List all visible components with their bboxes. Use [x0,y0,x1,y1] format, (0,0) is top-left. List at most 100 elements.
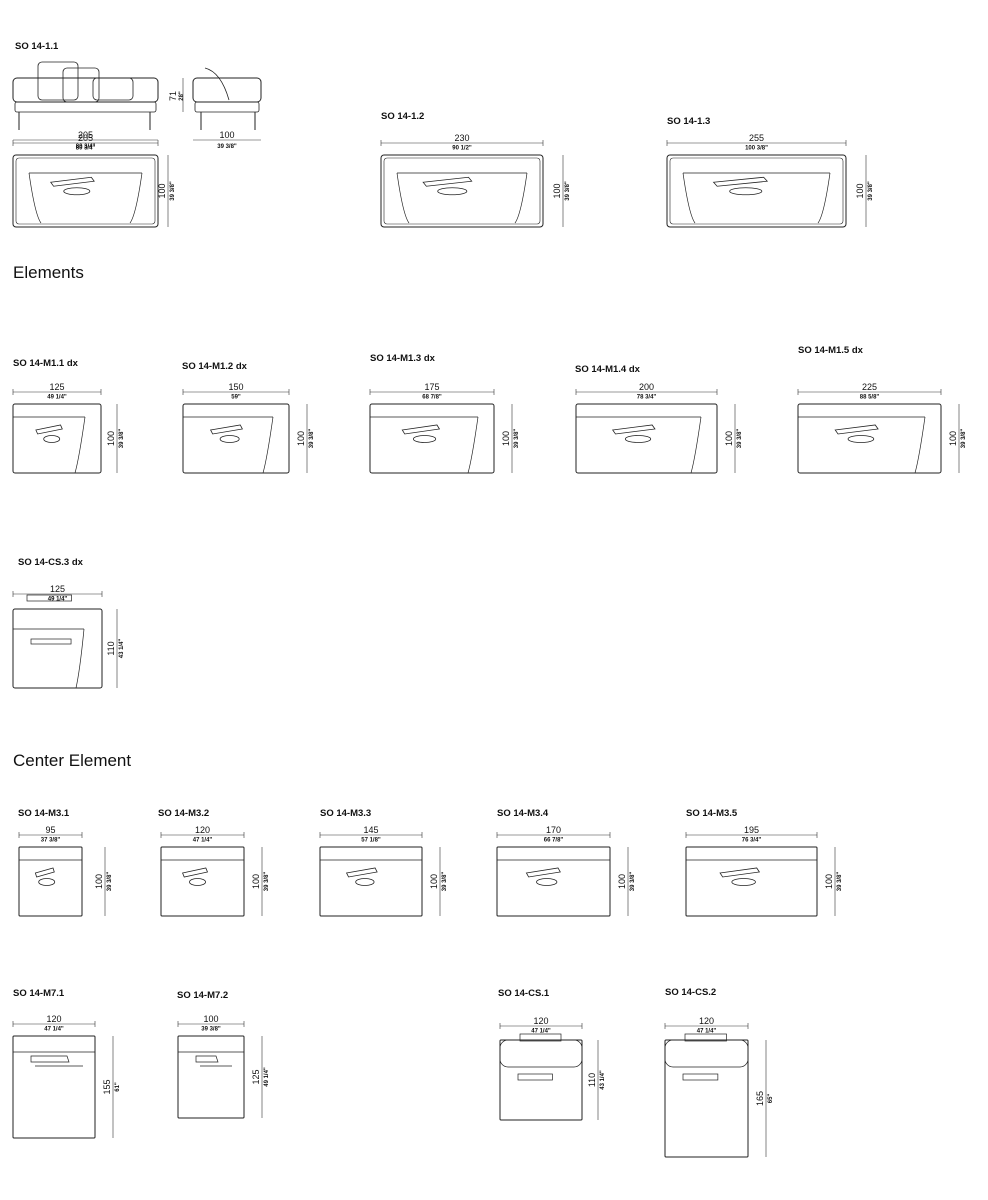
width-in-label: 88 5/8" [860,395,880,401]
piece-5-cushion-outline [401,424,441,435]
depth-cm-label: 155 [102,1079,112,1094]
front-view-seat [12,77,159,103]
piece-8-outline [12,608,103,689]
width-cm-label: 200 [639,382,654,392]
piece-14-cushion-outline [30,1055,70,1063]
piece-4-pillow-outline [219,435,240,443]
piece-3-pillow-outline [43,435,61,443]
piece-9-outline [18,846,83,917]
height-cm-label: 71 [168,91,178,101]
piece-10-pillow-outline [189,878,206,886]
depth-in-label: 39 3/8" [170,181,176,201]
piece-3-outline [12,403,102,474]
front-width-in-label: 80 3/4" [76,144,96,150]
piece-1-outline [380,154,544,228]
width-cm-label: 255 [749,133,764,143]
depth-cm-label: 100 [251,874,261,889]
width-in-label: 57 1/8" [361,838,381,844]
depth-cm-label: 100 [617,874,627,889]
piece-12-outline [496,846,611,917]
width-cm-label: 195 [744,825,759,835]
element-code-label: SO 14-M7.2 [177,990,229,1001]
depth-in-label: 39 3/8" [309,429,315,449]
width-in-label: 90 1/2" [452,146,472,152]
depth-in-label: 39 3/8" [868,181,874,201]
width-cm-label: 120 [533,1016,548,1026]
width-in-label: 76 3/4" [742,838,762,844]
element-code-label: SO 14-M1.5 dx [798,345,863,356]
piece-5-pillow-outline [412,435,437,443]
piece-5-arm [467,416,479,474]
side-view-base [194,101,260,113]
element-code-label: SO 14-M7.1 [13,988,65,999]
depth-in-label: 61" [115,1082,121,1092]
side-view-cushion [204,67,230,101]
piece-16-cushion-outline [517,1073,553,1081]
width-in-label: 59" [231,395,241,401]
piece-16-outline [499,1039,583,1121]
section-title-center-element: Center Element [13,751,132,770]
width-in-label: 100 3/8" [745,146,768,152]
depth-cm-label: 165 [755,1091,765,1106]
front-width-cm-label: 205 [78,130,93,140]
piece-0-right-arm [129,172,143,224]
depth-cm-label: 100 [106,431,116,446]
depth-cm-label: 100 [855,183,865,198]
piece-5-outline [369,403,495,474]
depth-in-label: 39 3/8" [961,429,967,449]
piece-13-pillow-outline [731,878,756,886]
depth-cm-label: 125 [251,1069,261,1084]
width-cm-label: 170 [546,825,561,835]
depth-in-label: 39 3/8" [264,872,270,892]
element-code-label: SO 14-M1.3 dx [370,353,435,364]
depth-in-label: 39 3/8" [630,872,636,892]
depth-in-label: 39 3/8" [837,872,843,892]
depth-in-label: 39 3/8" [737,429,743,449]
piece-8-arm [75,628,85,689]
depth-cm-label: 100 [296,431,306,446]
piece-6-outline [575,403,718,474]
piece-12-pillow-outline [536,878,558,886]
piece-13-outline [685,846,818,917]
piece-15-outline [177,1035,245,1119]
piece-9-cushion-outline [34,867,55,878]
piece-11-outline [319,846,423,917]
width-cm-label: 125 [50,584,65,594]
piece-16-top-cushion [519,1033,562,1042]
piece-7-outline [797,403,942,474]
front-view-base [14,101,157,113]
width-cm-label: 205 [78,133,93,143]
front-view-cushion [62,67,100,103]
width-in-label: 66 7/8" [544,838,564,844]
element-code-label: SO 14-1.1 [15,41,59,52]
width-in-label: 47 1/4" [193,838,213,844]
piece-3-cushion-outline [35,424,63,435]
depth-in-label: 39 3/8" [565,181,571,201]
piece-4-cushion-outline [209,424,243,435]
width-cm-label: 145 [363,825,378,835]
piece-15-cushion-outline [195,1055,219,1063]
width-in-label: 49 1/4" [48,597,68,603]
element-code-label: SO 14-M3.2 [158,808,210,819]
piece-2-pillow-outline [729,187,763,196]
element-code-label: SO 14-M1.2 dx [182,361,247,372]
piece-6-pillow-outline [624,435,652,443]
piece-6-cushion-outline [611,424,656,435]
piece-14-outline [12,1035,96,1139]
width-cm-label: 125 [49,382,64,392]
element-code-label: SO 14-M3.1 [18,808,70,819]
piece-1-pillow-outline [437,187,468,196]
piece-0-inner-line [15,157,156,225]
depth-cm-label: 100 [724,431,734,446]
piece-10-cushion-outline [182,867,209,878]
piece-4-arm [262,416,274,474]
depth-cm-label: 100 [552,183,562,198]
depth-in-label: 43 1/4" [119,639,125,659]
element-code-label: SO 14-M3.5 [686,808,738,819]
